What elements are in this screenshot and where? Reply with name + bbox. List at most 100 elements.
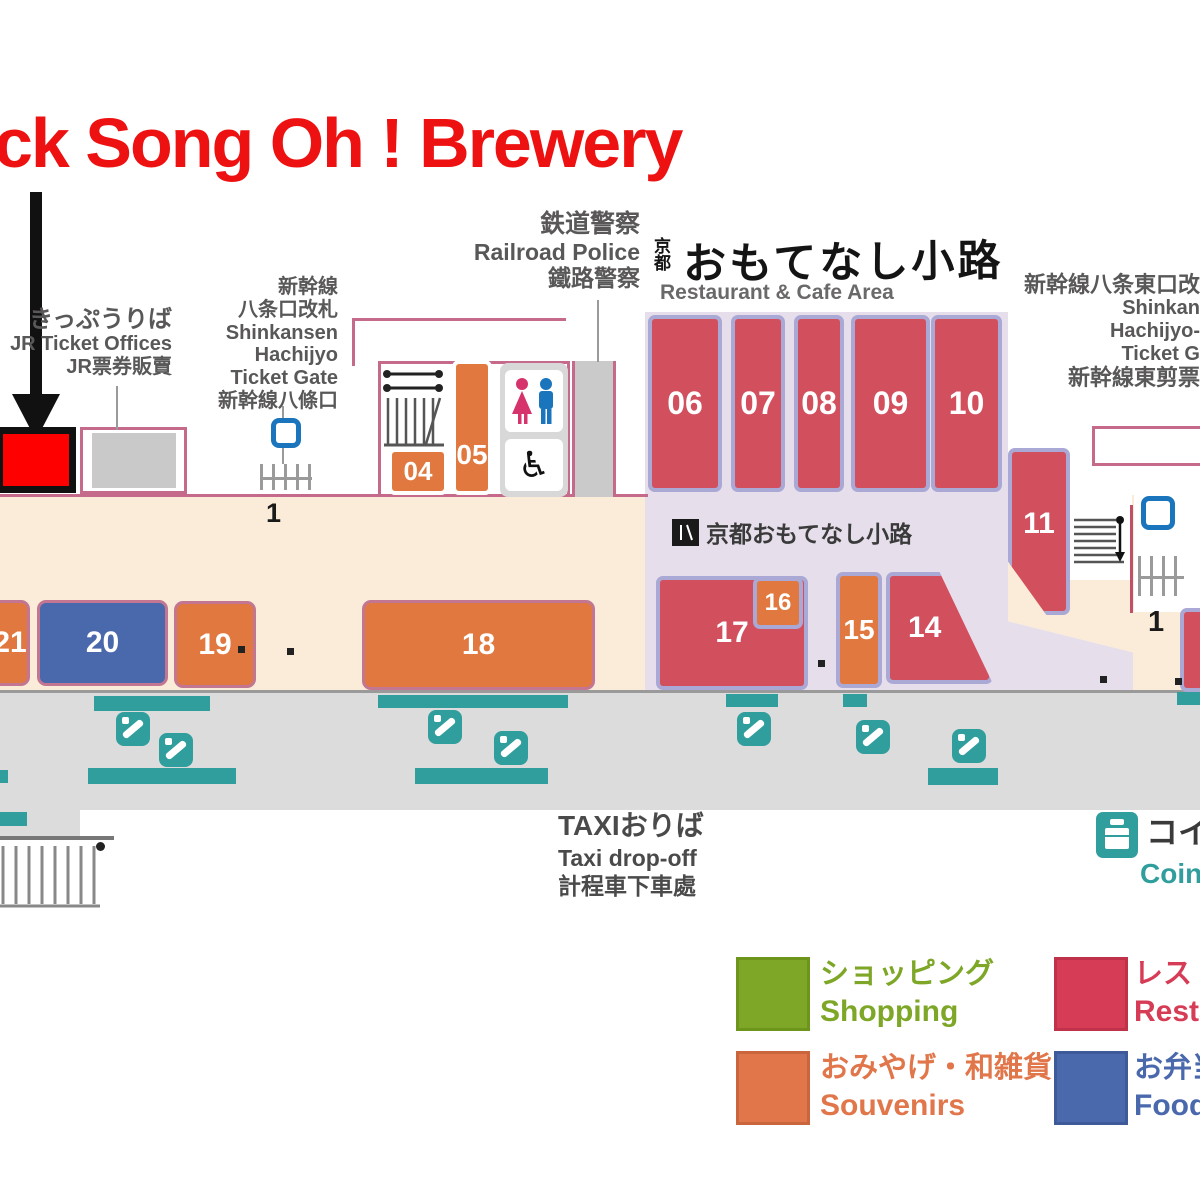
legend-food-swatch bbox=[1054, 1051, 1128, 1125]
legend-shopping-en: Shopping bbox=[820, 995, 959, 1029]
concourse-wall-line bbox=[0, 494, 648, 497]
shop-number: 18 bbox=[461, 628, 496, 661]
stairs-icon-top bbox=[383, 370, 444, 447]
shop-block-19: 19 bbox=[174, 601, 256, 688]
platform-bar bbox=[726, 694, 778, 707]
stairs-rail bbox=[0, 836, 114, 840]
platform-bar bbox=[0, 812, 27, 826]
shop-block-10: 10 bbox=[931, 315, 1002, 492]
ticket-gate-wickets-right bbox=[1138, 556, 1184, 596]
jr-ticket-zh: JR票券販賣 bbox=[66, 356, 172, 379]
shop-number: 06 bbox=[667, 385, 703, 421]
legend-restaurant-label: レスト Resta bbox=[1134, 958, 1200, 1029]
toilet-sign bbox=[505, 370, 563, 432]
gate-ja2: 八条口改札 bbox=[238, 298, 338, 321]
elevator-icon bbox=[271, 418, 301, 448]
east-gate-label: 新幹線八条東口改 Shinkan Hachijyo- Ticket G 新幹線東… bbox=[900, 272, 1200, 391]
coin-locker-icon bbox=[1096, 812, 1138, 858]
platform-bar bbox=[378, 695, 568, 708]
legend-food-en: Food bbox=[1134, 1089, 1200, 1123]
shop-number: 15 bbox=[843, 614, 875, 645]
shop-block-15: 15 bbox=[836, 572, 882, 688]
platform-bar bbox=[0, 770, 8, 783]
legend-restaurant-en: Resta bbox=[1134, 995, 1200, 1029]
shop-number: 08 bbox=[801, 385, 837, 421]
ticket-gate-wickets-left bbox=[260, 464, 312, 490]
legend-souvenirs-label: おみやげ・和雑貨 Souvenirs bbox=[820, 1052, 1052, 1123]
legend-restaurant-swatch bbox=[1054, 957, 1128, 1031]
stairs-icon-right bbox=[1074, 516, 1125, 564]
escalator-icon bbox=[952, 729, 986, 763]
east-gate-en1: Shinkan bbox=[1122, 297, 1200, 320]
shop-block-05: 05 bbox=[452, 360, 492, 495]
shop-number: 10 bbox=[948, 385, 985, 421]
omotenashi-calligraphy-prefix: 京都 bbox=[650, 237, 670, 271]
omotenashi-logo-icon bbox=[672, 519, 699, 546]
legend-souvenirs-swatch bbox=[736, 1051, 810, 1125]
shop-block-08: 08 bbox=[794, 315, 844, 492]
taxi-ja: TAXIおりば bbox=[558, 810, 704, 841]
page-title: ck Song Oh ! Brewery bbox=[0, 104, 683, 182]
pillar-dot bbox=[1175, 678, 1182, 685]
platform-bar bbox=[94, 696, 210, 711]
coin-locker-en: Coin bbox=[1140, 858, 1200, 889]
pillar-dot bbox=[287, 648, 294, 655]
toilet-icons bbox=[512, 378, 553, 424]
legend-shopping-swatch bbox=[736, 957, 810, 1031]
shop-block-16: 16 bbox=[753, 577, 803, 629]
shop-block-06: 06 bbox=[648, 315, 722, 492]
roadway bbox=[0, 693, 1200, 810]
shop-block-09: 09 bbox=[851, 315, 930, 492]
east-gate-en2: Hachijyo- bbox=[1109, 319, 1200, 342]
shop-block-18: 18 bbox=[362, 600, 595, 690]
railroad-police-label: 鉄道警察 Railroad Police 鐵路警察 bbox=[440, 210, 640, 291]
east-gate-ja: 新幹線八条東口改 bbox=[1023, 272, 1200, 297]
shop-number: 05 bbox=[456, 439, 488, 470]
legend-shopping-label: ショッピング Shopping bbox=[820, 958, 994, 1029]
shop-number: 04 bbox=[403, 456, 433, 486]
restaurant-cafe-area-label: Restaurant & Cafe Area bbox=[660, 281, 894, 304]
gate-en1: Shinkansen bbox=[225, 321, 338, 344]
leader-police bbox=[597, 300, 599, 362]
legend-restaurant-ja: レスト bbox=[1134, 958, 1200, 990]
outline-top-v bbox=[352, 318, 355, 366]
shop-number: 07 bbox=[740, 385, 776, 421]
legend-souvenirs-en: Souvenirs bbox=[820, 1089, 966, 1123]
legend-food-label: お弁当 Food bbox=[1134, 1052, 1200, 1123]
shop-block-04: 04 bbox=[388, 448, 448, 495]
stairs-icon-bottom-left bbox=[0, 846, 100, 908]
legend-shopping-ja: ショッピング bbox=[820, 958, 995, 990]
platform-bar bbox=[928, 768, 998, 785]
gate-en3: Ticket Gate bbox=[230, 367, 338, 390]
down-arrow-icon bbox=[30, 192, 42, 397]
shop-block-21: 21 bbox=[0, 600, 30, 686]
jr-ticket-offices-label: きっぷうりば JR Ticket Offices JR票券販賣 bbox=[0, 306, 172, 379]
shop-number: 21 bbox=[0, 626, 27, 659]
jr-ticket-en: JR Ticket Offices bbox=[10, 333, 172, 356]
ticket-office-block bbox=[92, 433, 176, 488]
shop-number: 19 bbox=[198, 627, 232, 661]
police-en: Railroad Police bbox=[473, 238, 640, 265]
gate-en2: Hachijyo bbox=[254, 344, 338, 367]
taxi-en: Taxi drop-off bbox=[558, 844, 697, 871]
gate-zh: 新幹線八條口 bbox=[218, 389, 338, 412]
leader-jr-ticket bbox=[116, 386, 118, 430]
shinkansen-gate-label: 新幹線 八条口改札 Shinkansen Hachijyo Ticket Gat… bbox=[158, 276, 338, 413]
shop-number: 14 bbox=[908, 611, 942, 644]
escalator-icon bbox=[116, 712, 150, 746]
shop-number: 17 bbox=[715, 616, 749, 649]
taxi-zh: 計程車下車處 bbox=[558, 873, 696, 900]
stairs-dot bbox=[96, 842, 105, 851]
shop-number: 09 bbox=[872, 385, 909, 421]
wheelchair-sign: ♿ bbox=[505, 439, 563, 491]
legend-food-ja: お弁当 bbox=[1134, 1052, 1200, 1084]
escalator-icon bbox=[159, 733, 193, 767]
coin-locker-ja: コイ bbox=[1146, 814, 1200, 850]
platform-bar bbox=[843, 694, 867, 707]
escalator-strip bbox=[572, 361, 616, 497]
shop-number: 20 bbox=[85, 626, 120, 659]
shop-block-20: 20 bbox=[37, 600, 168, 686]
omotenashi-sign-label: 京都おもてなし小路 bbox=[706, 521, 913, 547]
road-edge-line bbox=[0, 690, 1200, 693]
